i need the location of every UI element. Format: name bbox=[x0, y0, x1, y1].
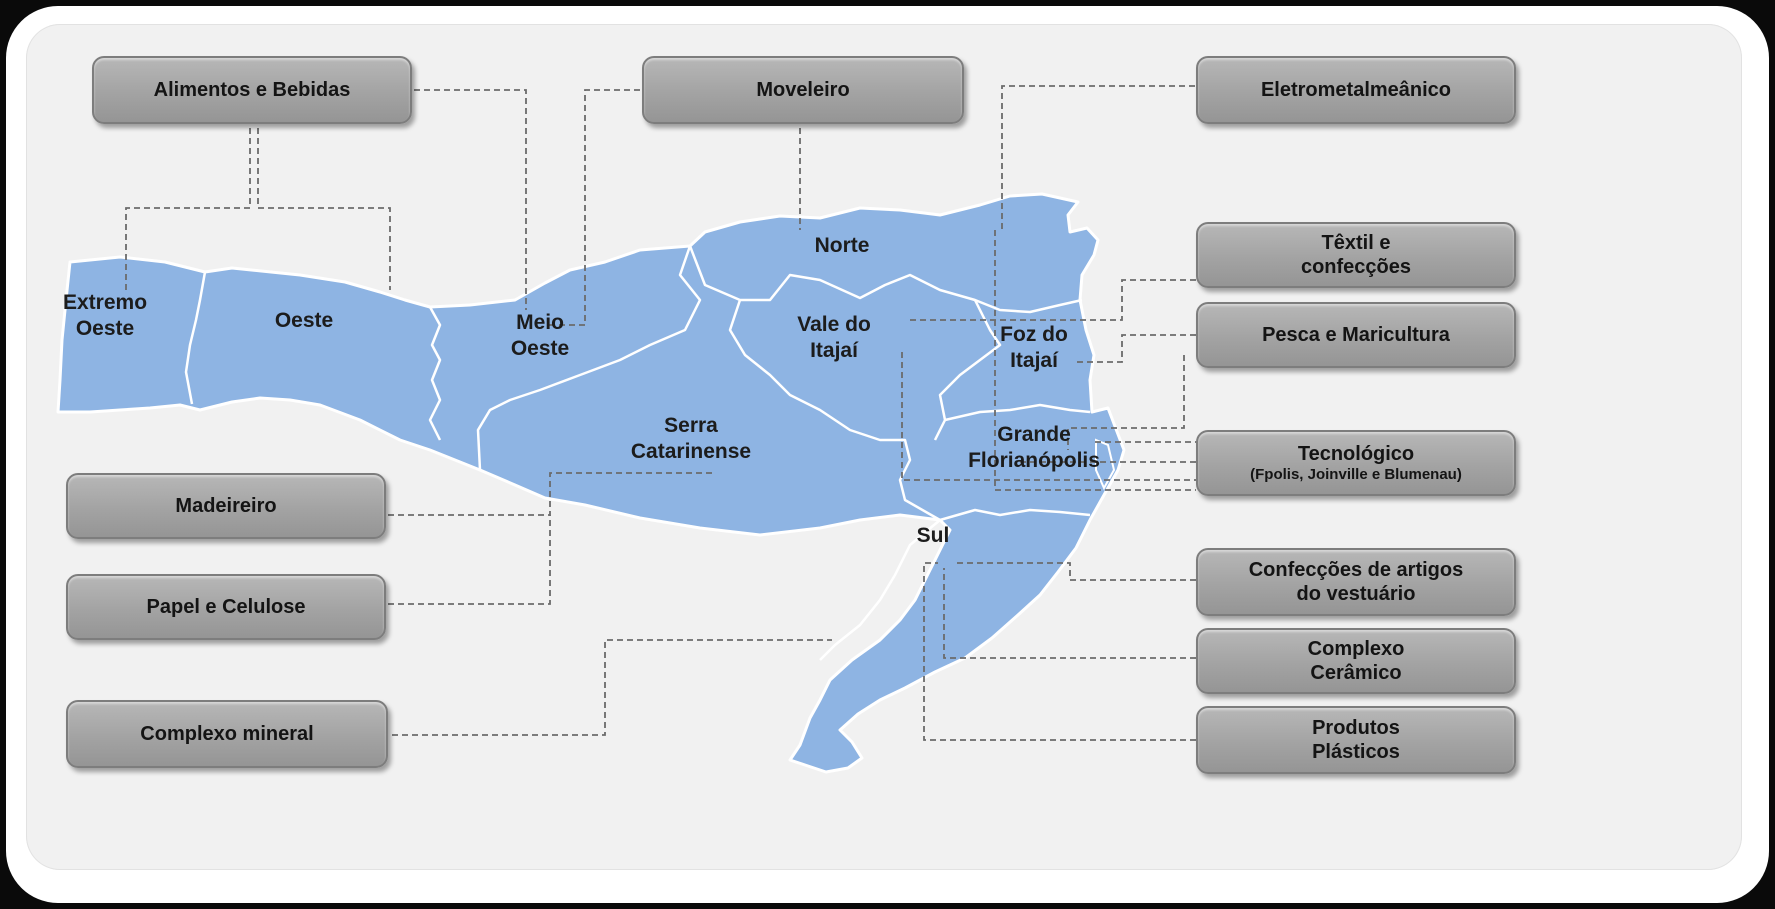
sector-confeccoes-vestuario: Confecções de artigos do vestuário bbox=[1196, 548, 1516, 616]
sector-moveleiro: Moveleiro bbox=[642, 56, 964, 124]
connector-eletrometal bbox=[1001, 85, 1195, 230]
sector-label: Eletrometalmeânico bbox=[1260, 79, 1452, 101]
connector-alimentos-meio bbox=[414, 89, 527, 310]
border-vale-foz bbox=[933, 299, 1002, 441]
region-borders bbox=[184, 245, 1091, 661]
connector-alimentos-oeste bbox=[257, 128, 391, 290]
sector-tecnologico: Tecnológico (Fpolis, Joinville e Blumena… bbox=[1196, 430, 1516, 496]
region-extremo-oeste: Extremo Oeste bbox=[62, 291, 148, 340]
sector-papel-celulose: Papel e Celulose bbox=[66, 574, 386, 640]
region-oeste: Oeste bbox=[274, 309, 334, 332]
connector-textil bbox=[910, 279, 1196, 321]
sector-textil-confeccoes: Têxtil e confecções bbox=[1196, 222, 1516, 288]
connector-moveleiro-meio bbox=[548, 89, 640, 326]
region-serra-catarinense: Serra Catarinense bbox=[630, 414, 752, 463]
sector-label: Pesca e Maricultura bbox=[1262, 324, 1450, 346]
region-meio-oeste: Meio Oeste bbox=[510, 311, 570, 360]
region-norte: Norte bbox=[814, 234, 870, 257]
connector-ceramico bbox=[943, 568, 1196, 659]
sector-label: Confecções de artigos do vestuário bbox=[1248, 559, 1464, 605]
sector-label: Complexo mineral bbox=[140, 723, 314, 745]
border-meio-serra bbox=[476, 245, 702, 471]
connector-pesca-2 bbox=[1067, 355, 1185, 450]
sector-label: Têxtil e confecções bbox=[1300, 232, 1412, 278]
sector-alimentos-e-bebidas: Alimentos e Bebidas bbox=[92, 56, 412, 124]
connector-madeireiro bbox=[388, 472, 712, 516]
region-grande-florianopolis: Grande Florianópolis bbox=[968, 423, 1100, 472]
connector-papel bbox=[388, 515, 551, 605]
sector-madeireiro: Madeireiro bbox=[66, 473, 386, 539]
sector-label: Moveleiro bbox=[756, 79, 850, 101]
region-vale-do-itajai: Vale do Itajaí bbox=[797, 313, 871, 362]
island-shape bbox=[1095, 438, 1116, 491]
connector-plasticos bbox=[923, 562, 1196, 741]
sector-sublabel: (Fpolis, Joinville e Blumenau) bbox=[1250, 466, 1462, 483]
sector-label: Produtos Plásticos bbox=[1312, 717, 1400, 763]
sector-pesca-maricultura: Pesca e Maricultura bbox=[1196, 302, 1516, 368]
sector-label: Tecnológico bbox=[1297, 443, 1415, 465]
connector-lines bbox=[125, 85, 1220, 741]
border-foz-grande bbox=[944, 403, 1091, 422]
region-foz-do-itajai: Foz do Itajaí bbox=[1000, 323, 1068, 372]
sector-label: Alimentos e Bebidas bbox=[153, 79, 351, 101]
connector-vestuario bbox=[955, 562, 1196, 581]
connector-alimentos-extremo bbox=[125, 128, 251, 290]
connector-mineral bbox=[392, 639, 832, 736]
border-extremo-oeste bbox=[184, 271, 207, 405]
connector-pesca bbox=[1075, 334, 1196, 363]
border-vale-serra bbox=[728, 299, 941, 522]
border-oeste-meio bbox=[428, 306, 442, 441]
sector-eletrometalmecanico: Eletrometalmeânico bbox=[1196, 56, 1516, 124]
sector-label: Madeireiro bbox=[175, 495, 277, 517]
sector-produtos-plasticos: Produtos Plásticos bbox=[1196, 706, 1516, 774]
sector-complexo-ceramico: Complexo Cerâmico bbox=[1196, 628, 1516, 694]
region-sul: Sul bbox=[916, 524, 950, 547]
connector-vale-grande bbox=[901, 352, 1196, 481]
connector-eletrometal-2 bbox=[994, 230, 1196, 491]
sector-complexo-mineral: Complexo mineral bbox=[66, 700, 388, 768]
sector-label: Complexo Cerâmico bbox=[1307, 638, 1405, 684]
border-norte-vale bbox=[688, 245, 1083, 314]
sector-label: Papel e Celulose bbox=[146, 596, 306, 618]
border-grande-sul bbox=[939, 508, 1091, 522]
border-sul-serra bbox=[819, 519, 941, 661]
